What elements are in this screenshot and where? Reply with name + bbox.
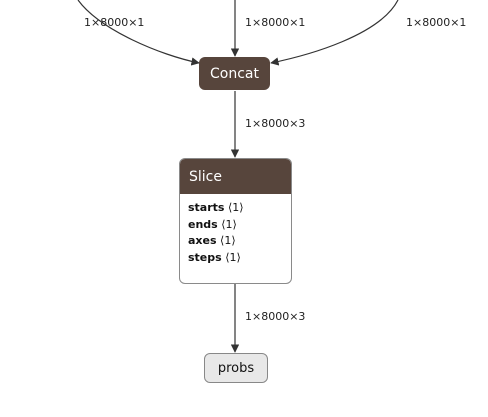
attribute-row-ends[interactable]: ends ⟨1⟩ — [188, 217, 291, 234]
edge-label-right: 1×8000×1 — [406, 16, 467, 29]
probs-output-label: probs — [217, 360, 255, 376]
probs-output-node[interactable]: probs — [204, 353, 268, 383]
concat-node-title: Concat — [210, 65, 259, 82]
edge-label-middle: 1×8000×1 — [245, 16, 306, 29]
concat-node[interactable]: Concat — [199, 57, 270, 90]
attribute-row-steps[interactable]: steps ⟨1⟩ — [188, 250, 291, 267]
attribute-name: steps — [188, 250, 222, 264]
slice-node-header: Slice — [180, 159, 291, 194]
attribute-name: ends — [188, 217, 218, 231]
edge-left-to-concat — [77, 0, 200, 66]
attribute-row-starts[interactable]: starts ⟨1⟩ — [188, 200, 291, 217]
attribute-value: ⟨1⟩ — [220, 234, 236, 247]
attribute-name: axes — [188, 234, 217, 247]
attribute-value: ⟨1⟩ — [221, 217, 237, 231]
slice-node[interactable]: Slice starts ⟨1⟩ ends ⟨1⟩ axes ⟨1⟩ steps… — [179, 158, 292, 284]
edge-right-to-concat — [270, 0, 399, 66]
attribute-name: starts — [188, 201, 225, 214]
edge-label-left: 1×8000×1 — [84, 16, 145, 29]
edge-label-slice-output: 1×8000×3 — [245, 310, 306, 323]
slice-node-title: Slice — [189, 168, 222, 185]
attribute-value: ⟨1⟩ — [225, 250, 241, 264]
attribute-value: ⟨1⟩ — [227, 201, 244, 214]
slice-node-attributes: starts ⟨1⟩ ends ⟨1⟩ axes ⟨1⟩ steps ⟨1⟩ — [180, 194, 291, 266]
edge-label-concat-output: 1×8000×3 — [245, 117, 306, 130]
attribute-row-axes[interactable]: axes ⟨1⟩ — [188, 233, 291, 250]
